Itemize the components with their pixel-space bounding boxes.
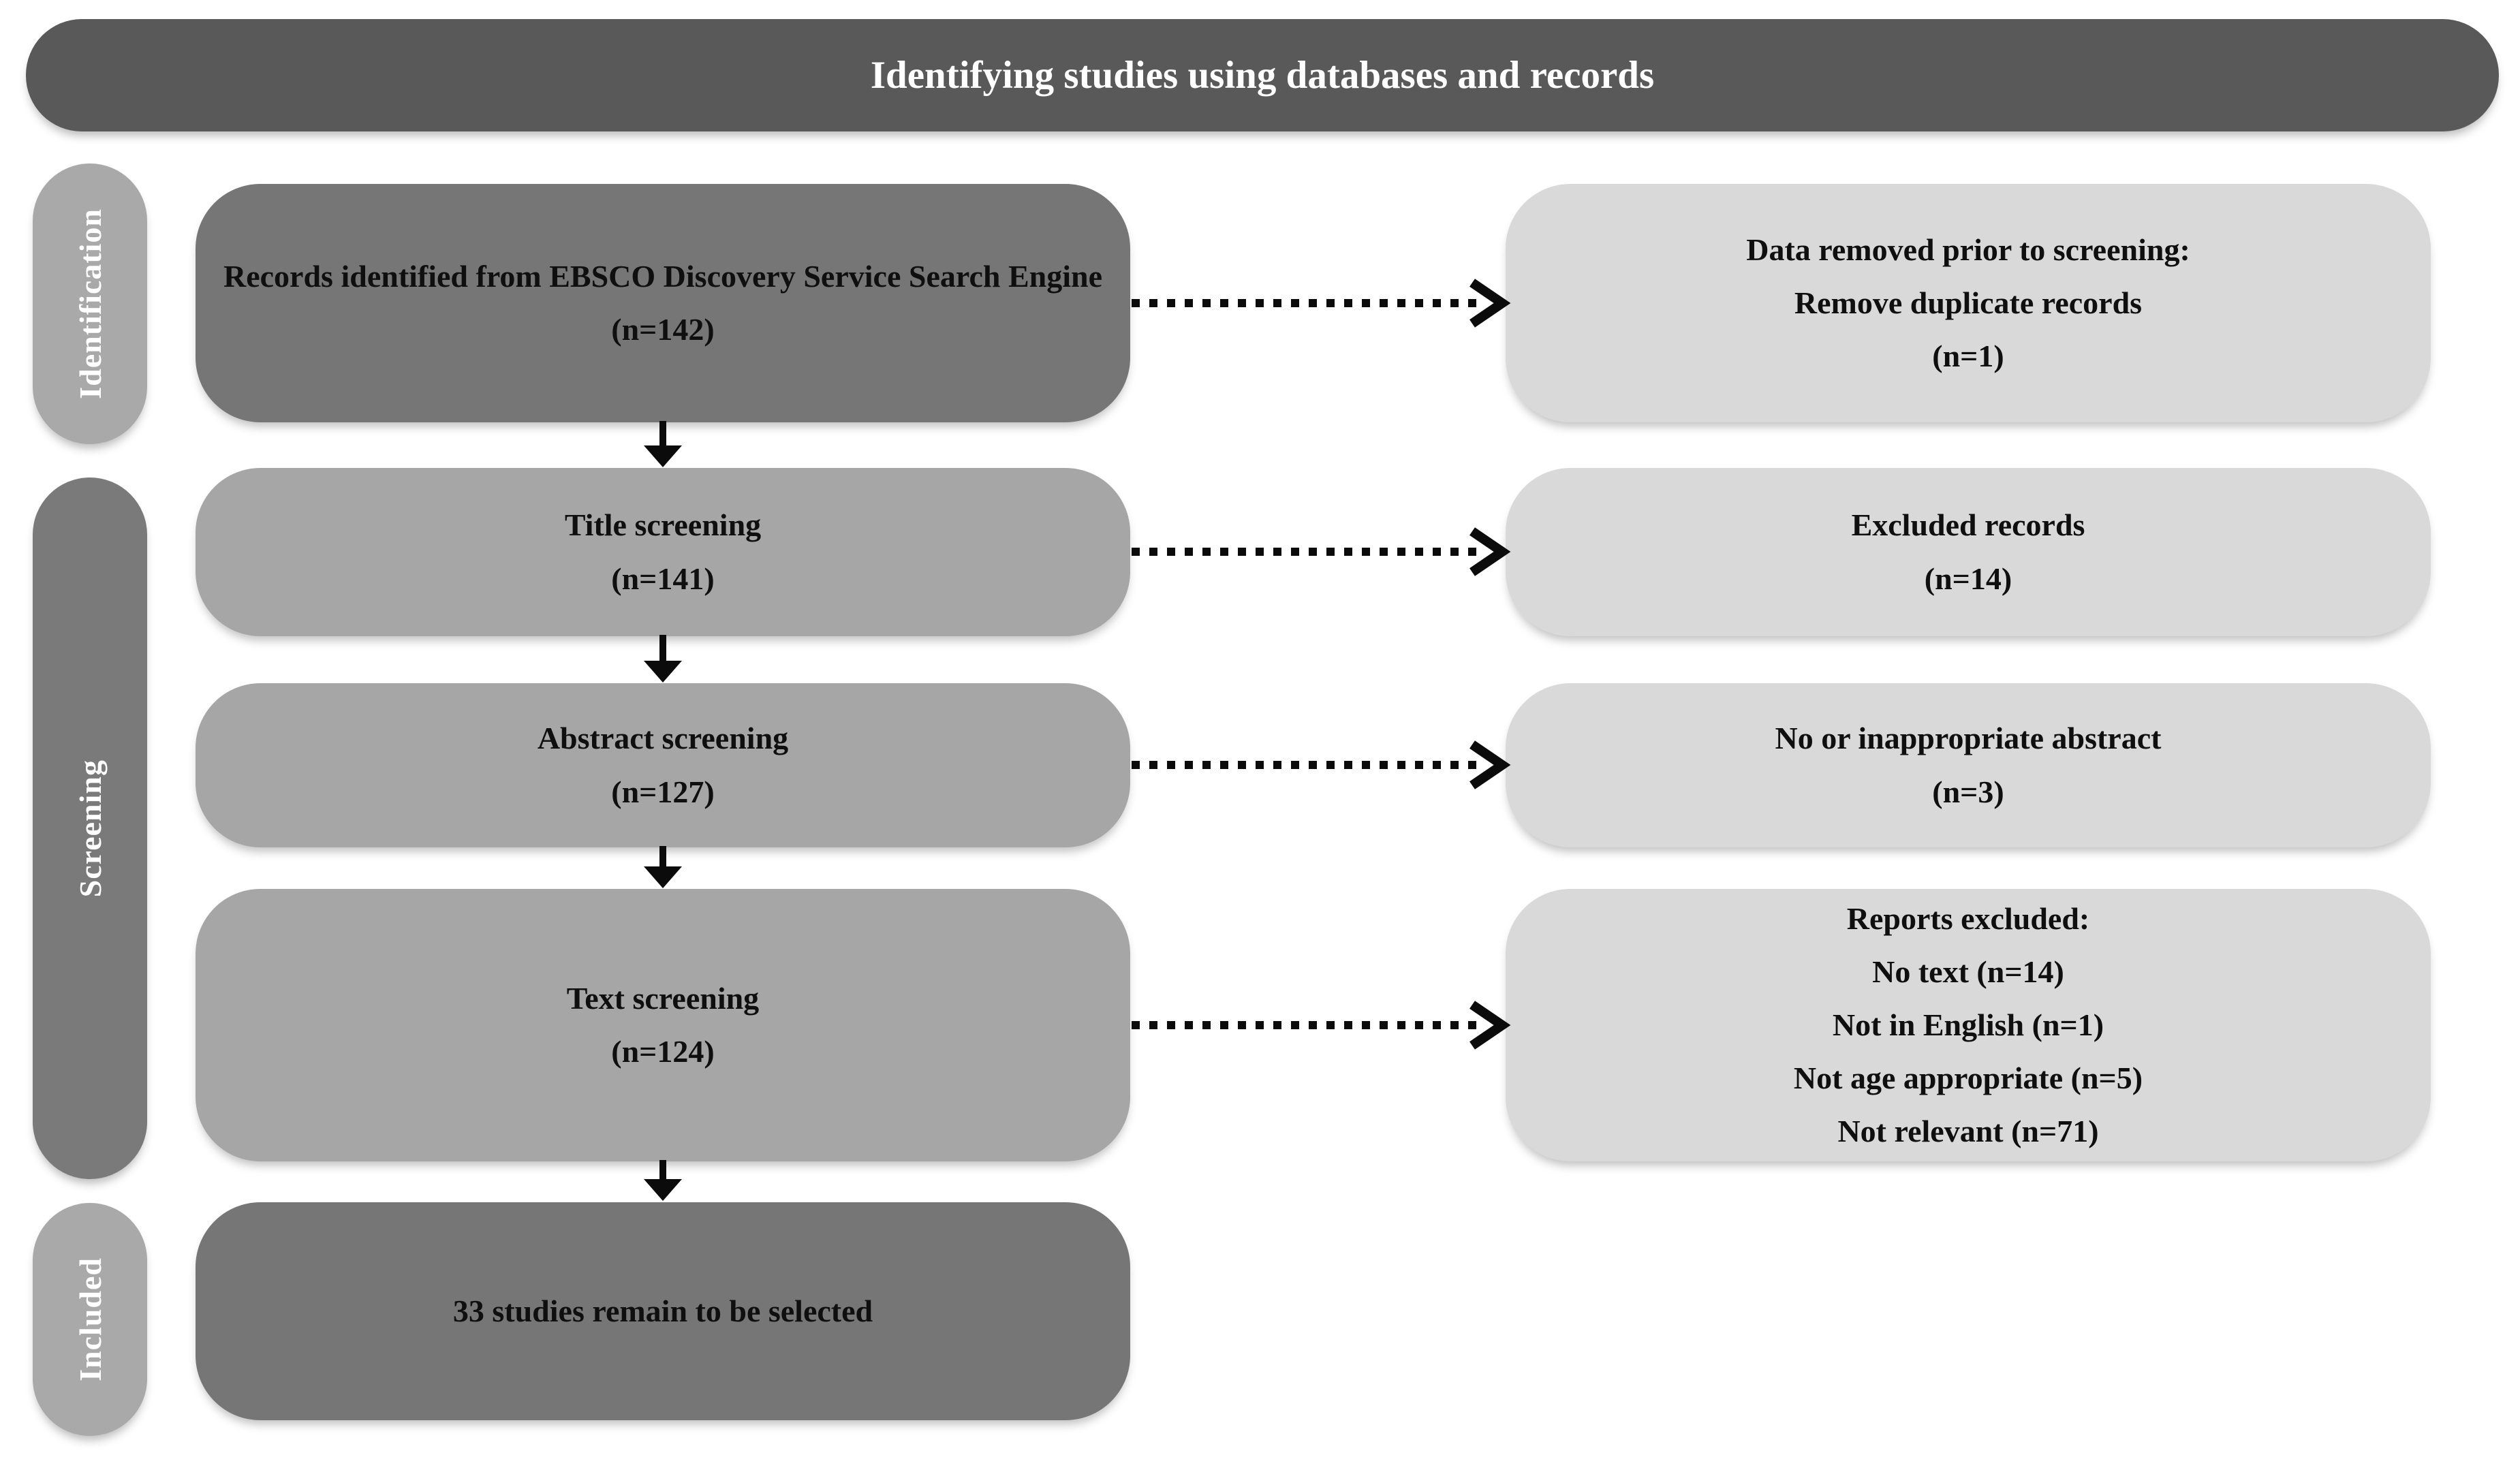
box-text-line: No text (n=14) bbox=[1872, 954, 2064, 989]
box-excluded-records: Excluded records (n=14) bbox=[1506, 468, 2431, 636]
box-text-line: Title screening bbox=[564, 507, 762, 543]
dotted-arrow-3 bbox=[1132, 740, 1511, 789]
box-count-line: (n=3) bbox=[1932, 774, 2004, 809]
box-text-line: Not age appropriate (n=5) bbox=[1793, 1061, 2143, 1096]
box-text-line: Reports excluded: bbox=[1846, 900, 2090, 936]
dotted-arrow-1 bbox=[1132, 279, 1511, 328]
box-count-line: (n=127) bbox=[611, 774, 715, 809]
box-text-line: Records identified from EBSCO Discovery … bbox=[223, 258, 1102, 294]
box-text-line: No or inappropriate abstract bbox=[1775, 721, 2162, 756]
down-arrow-2 bbox=[644, 635, 682, 683]
box-no-abstract: No or inappropriate abstract (n=3) bbox=[1506, 683, 2431, 847]
dotted-arrow-4 bbox=[1132, 1001, 1511, 1050]
box-count-line: (n=142) bbox=[611, 312, 715, 347]
diagram-title: Identifying studies using databases and … bbox=[870, 54, 1655, 97]
box-text-screening: Text screening (n=124) bbox=[196, 889, 1130, 1161]
box-data-removed: Data removed prior to screening: Remove … bbox=[1506, 184, 2431, 422]
box-count-line: (n=124) bbox=[611, 1034, 715, 1069]
box-count-line: (n=1) bbox=[1932, 339, 2004, 374]
box-text-line: Not in English (n=1) bbox=[1832, 1007, 2104, 1042]
stage-pill-identification: Identification bbox=[33, 163, 147, 444]
box-text-line: Excluded records bbox=[1851, 507, 2085, 543]
box-reports-excluded: Reports excluded: No text (n=14) Not in … bbox=[1506, 889, 2431, 1161]
box-text-line: Abstract screening bbox=[537, 721, 789, 756]
box-count-line: (n=141) bbox=[611, 561, 715, 596]
stage-pill-included: Included bbox=[33, 1203, 147, 1436]
title-banner: Identifying studies using databases and … bbox=[26, 19, 2499, 131]
stage-label-identification: Identification bbox=[72, 208, 108, 399]
box-text-line: Not relevant (n=71) bbox=[1837, 1114, 2099, 1149]
box-text-line: Data removed prior to screening: bbox=[1746, 232, 2190, 267]
stage-pill-screening: Screening bbox=[33, 477, 147, 1179]
box-text-line: 33 studies remain to be selected bbox=[452, 1293, 873, 1328]
stage-label-screening: Screening bbox=[72, 759, 108, 898]
down-arrow-4 bbox=[644, 1160, 682, 1201]
down-arrow-1 bbox=[644, 421, 682, 467]
box-count-line: (n=14) bbox=[1924, 561, 2012, 596]
box-abstract-screening: Abstract screening (n=127) bbox=[196, 683, 1130, 847]
box-title-screening: Title screening (n=141) bbox=[196, 468, 1130, 636]
stage-label-included: Included bbox=[72, 1257, 108, 1381]
box-text-line: Remove duplicate records bbox=[1794, 285, 2143, 320]
dotted-arrow-2 bbox=[1132, 527, 1511, 576]
box-studies-included: 33 studies remain to be selected bbox=[196, 1202, 1130, 1420]
down-arrow-3 bbox=[644, 846, 682, 888]
box-text-line: Text screening bbox=[566, 980, 760, 1016]
box-records-identified: Records identified from EBSCO Discovery … bbox=[196, 184, 1130, 422]
